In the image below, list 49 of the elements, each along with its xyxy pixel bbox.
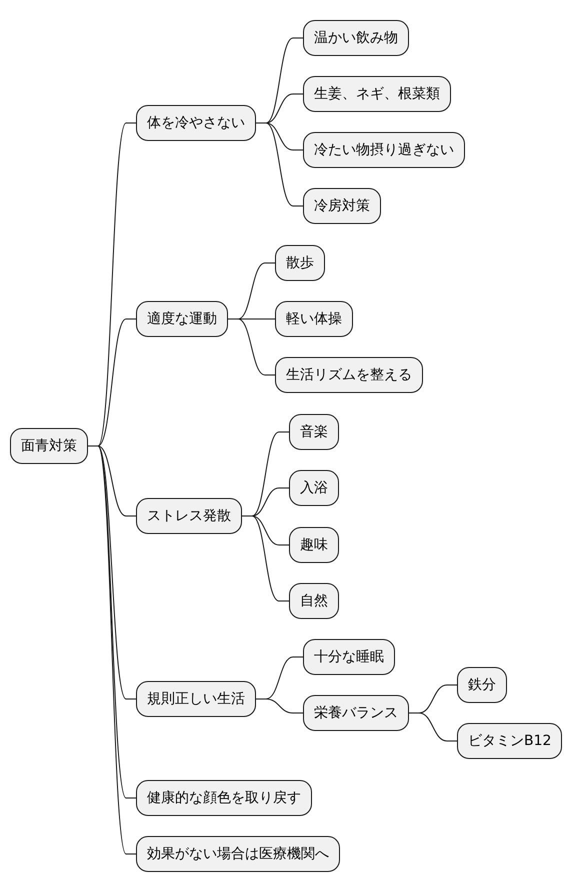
topic-box [136, 780, 312, 816]
topic-text: ストレス発散 [147, 507, 231, 525]
connector-line [256, 122, 304, 206]
topic-text: 入浴 [300, 479, 328, 497]
topic-box [275, 357, 423, 393]
topic-text: 自然 [300, 592, 328, 610]
connector-line [408, 712, 458, 742]
topic-box [303, 76, 451, 112]
topic-text: 鉄分 [468, 676, 496, 694]
topic-box [275, 301, 353, 337]
topic-text: 面青対策 [21, 437, 77, 455]
connector-line [242, 516, 290, 602]
topic-text: 趣味 [300, 536, 328, 554]
topic-text: 散歩 [286, 254, 314, 272]
topic-text: 栄養バランス [314, 704, 398, 722]
topic-text: 十分な睡眠 [314, 648, 384, 666]
topic-text: 適度な運動 [147, 310, 217, 328]
topic-text: 生活リズムを整える [286, 366, 412, 384]
topic-text: 効果がない場合は医療機関へ [147, 845, 329, 863]
topic-text: 軽い体操 [286, 310, 342, 328]
topic-box [275, 245, 325, 281]
topic-box [289, 414, 339, 450]
topic-box [136, 301, 228, 337]
topic-text: 体を冷やさない [147, 114, 245, 132]
topic-box [303, 695, 409, 731]
topic-text: 冷たい物摂り過ぎない [314, 141, 454, 159]
topic-box [457, 667, 507, 703]
topic-box [136, 105, 256, 141]
topic-box [136, 836, 340, 872]
topic-box [303, 20, 409, 56]
topic-text: 生姜、ネギ、根菜類 [314, 85, 440, 103]
topic-box [289, 527, 339, 563]
topic-box [289, 470, 339, 506]
connector-line [256, 698, 304, 714]
topic-box [457, 723, 562, 759]
topic-box [10, 428, 88, 464]
topic-box [303, 132, 465, 168]
connector-line [228, 318, 276, 376]
topic-text: 音楽 [300, 423, 328, 441]
topic-text: 温かい飲み物 [314, 29, 398, 47]
topic-box [303, 188, 381, 224]
topic-box [136, 498, 242, 534]
topic-box [136, 681, 256, 717]
topic-text: 健康的な顔色を取り戻す [147, 789, 301, 807]
topic-text: ビタミンB12 [468, 732, 552, 750]
topic-box [303, 639, 395, 675]
topic-box [289, 583, 339, 619]
topic-text: 冷房対策 [314, 197, 370, 215]
topic-text: 規則正しい生活 [147, 690, 245, 708]
